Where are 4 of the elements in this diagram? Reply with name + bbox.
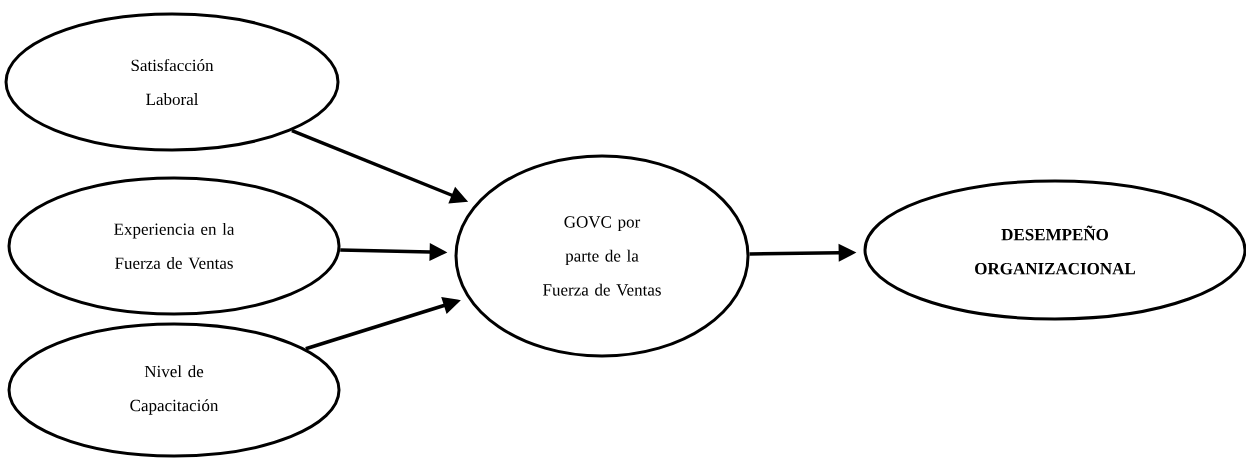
ellipse-node: GOVC por parte de la Fuerza de Ventas (454, 154, 750, 358)
ellipse-node: Experiencia en la Fuerza de Ventas (7, 176, 341, 316)
ellipse-node: Nivel de Capacitación (7, 322, 341, 458)
ellipse-node: Satisfacción Laboral (4, 12, 340, 152)
